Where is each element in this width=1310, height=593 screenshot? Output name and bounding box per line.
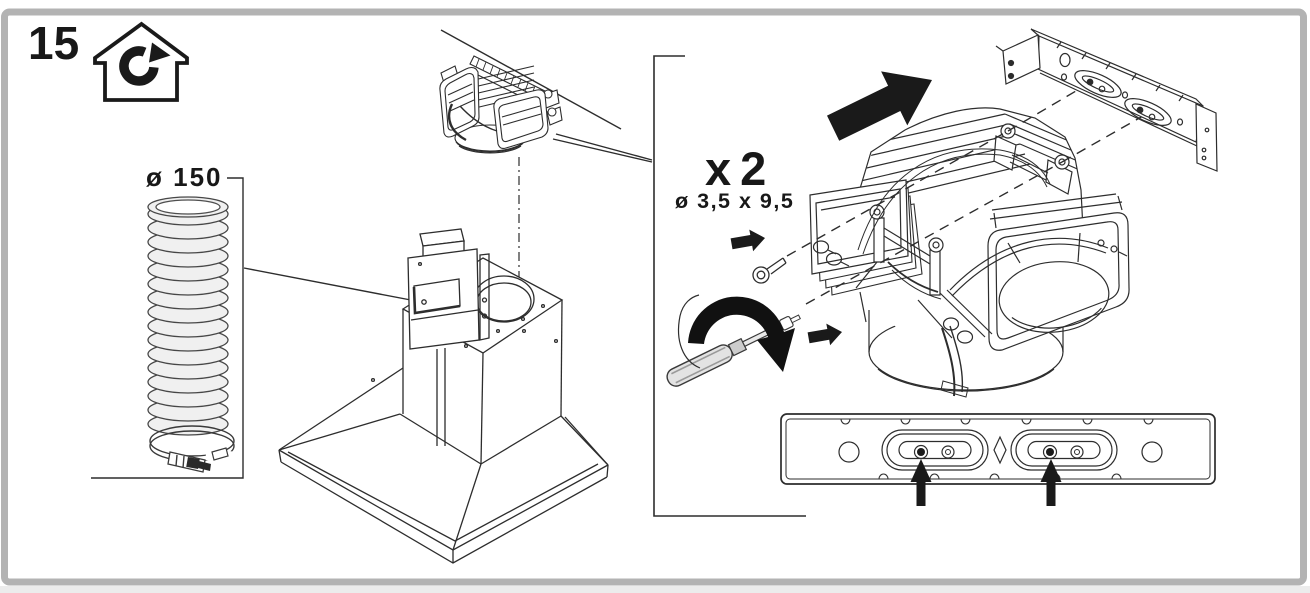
svg-text:15: 15: [28, 17, 79, 69]
svg-text:x2: x2: [705, 142, 775, 195]
svg-text:ø 3,5 x 9,5: ø 3,5 x 9,5: [675, 189, 794, 213]
svg-text:ø 150: ø 150: [146, 162, 223, 192]
